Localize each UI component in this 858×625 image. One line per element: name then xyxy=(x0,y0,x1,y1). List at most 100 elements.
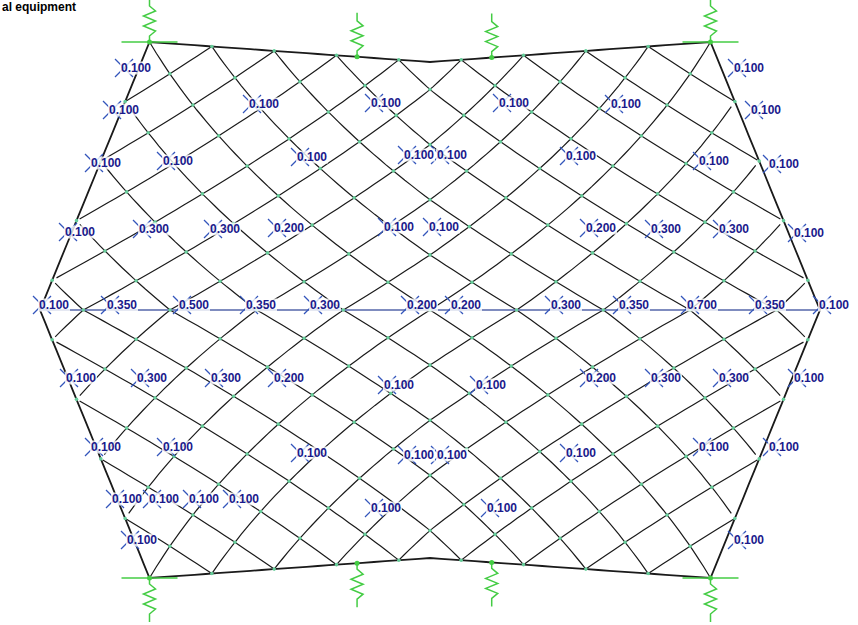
grid-node xyxy=(493,533,497,537)
grid-node xyxy=(591,251,595,255)
mass-value: 0.100 xyxy=(148,493,180,506)
mass-value: 0.200 xyxy=(450,299,482,312)
grid-node xyxy=(123,517,127,521)
grid-node xyxy=(646,45,650,49)
grid-node xyxy=(640,482,644,486)
spring-symbol xyxy=(144,578,156,622)
mass-value: 0.100 xyxy=(698,155,730,168)
grid-node xyxy=(352,420,356,424)
support-node xyxy=(147,576,152,581)
grid-node xyxy=(640,134,644,138)
grid-member xyxy=(57,342,399,560)
grid-node xyxy=(569,479,573,483)
grid-node xyxy=(656,192,660,196)
grid-node xyxy=(733,100,737,104)
grid-node xyxy=(75,398,79,402)
grid-member xyxy=(524,401,781,565)
grid-node xyxy=(363,533,367,537)
grid-node xyxy=(623,76,627,80)
spring-symbol xyxy=(705,578,717,622)
grid-node xyxy=(753,367,757,371)
grid-node xyxy=(191,513,195,517)
grid-nodes xyxy=(50,40,809,580)
mass-value: 0.300 xyxy=(650,372,682,385)
grid-node xyxy=(335,563,339,567)
grid-node xyxy=(233,540,237,544)
support-node xyxy=(708,576,713,581)
grid-node xyxy=(245,164,249,168)
grid-node xyxy=(688,72,692,76)
grid-node xyxy=(688,544,692,548)
grid-node xyxy=(134,337,138,341)
grid-member xyxy=(274,165,756,569)
grid-node xyxy=(272,567,276,571)
grid-node xyxy=(168,544,172,548)
mass-value: 0.100 xyxy=(793,372,825,385)
grid-member xyxy=(129,107,649,574)
mass-value: 0.100 xyxy=(296,151,328,164)
grid-member xyxy=(586,460,757,569)
grid-node xyxy=(272,49,276,53)
grid-node xyxy=(753,249,757,253)
grid-node xyxy=(347,252,351,256)
mass-value: 0.350 xyxy=(754,299,786,312)
mass-value: 0.100 xyxy=(403,149,435,162)
grid-node xyxy=(465,169,469,173)
grid-node xyxy=(703,220,707,224)
grid-node xyxy=(389,392,393,396)
mass-markers xyxy=(33,59,831,549)
grid-member xyxy=(212,107,732,574)
grid-node xyxy=(580,422,584,426)
grid-node xyxy=(554,280,558,284)
grid-node xyxy=(470,336,474,340)
grid-node xyxy=(733,517,737,521)
grid-node xyxy=(462,503,466,507)
spring-symbol xyxy=(351,563,363,607)
grid-node xyxy=(310,223,314,227)
grid-node xyxy=(103,249,107,253)
grid-member xyxy=(80,55,337,219)
grid-node xyxy=(591,365,595,369)
grid-member xyxy=(80,55,524,395)
mass-value: 0.300 xyxy=(550,299,582,312)
grid-node xyxy=(397,58,401,62)
grid-member xyxy=(648,46,734,101)
spring-symbol xyxy=(144,0,156,42)
grid-node xyxy=(327,110,331,114)
grid-node xyxy=(428,418,432,422)
mass-value: 0.100 xyxy=(818,299,850,312)
grid-node xyxy=(665,103,669,107)
grid-node xyxy=(392,447,396,451)
grid-node xyxy=(722,279,726,283)
grid-node xyxy=(684,162,688,166)
grid-node xyxy=(148,40,152,44)
mass-value: 0.100 xyxy=(108,104,140,117)
mass-value: 0.300 xyxy=(136,372,168,385)
grid-node xyxy=(302,280,306,284)
grid-member xyxy=(55,283,461,560)
grid-node xyxy=(245,452,249,456)
grid-node xyxy=(148,576,152,580)
grid-member xyxy=(212,46,732,513)
grid-node xyxy=(318,167,322,171)
mass-value: 0.100 xyxy=(162,441,194,454)
mass-value: 0.100 xyxy=(733,62,765,75)
grid-node xyxy=(611,164,615,168)
grid-node xyxy=(509,252,513,256)
mass-value: 0.100 xyxy=(38,299,70,312)
grid-node xyxy=(232,395,236,399)
grid-node xyxy=(710,485,714,489)
grid-member xyxy=(648,519,734,574)
grid-node xyxy=(210,572,214,576)
support-node xyxy=(355,54,360,59)
heading: al equipment xyxy=(2,0,76,14)
mass-value: 0.100 xyxy=(768,158,800,171)
mass-value: 0.100 xyxy=(90,157,122,170)
mass-value: 0.100 xyxy=(370,502,402,515)
grid-node xyxy=(504,420,508,424)
grid-node xyxy=(191,103,195,107)
mass-value: 0.300 xyxy=(650,223,682,236)
grid-node xyxy=(806,278,810,282)
grid-node xyxy=(327,506,331,510)
grid-node xyxy=(546,223,550,227)
